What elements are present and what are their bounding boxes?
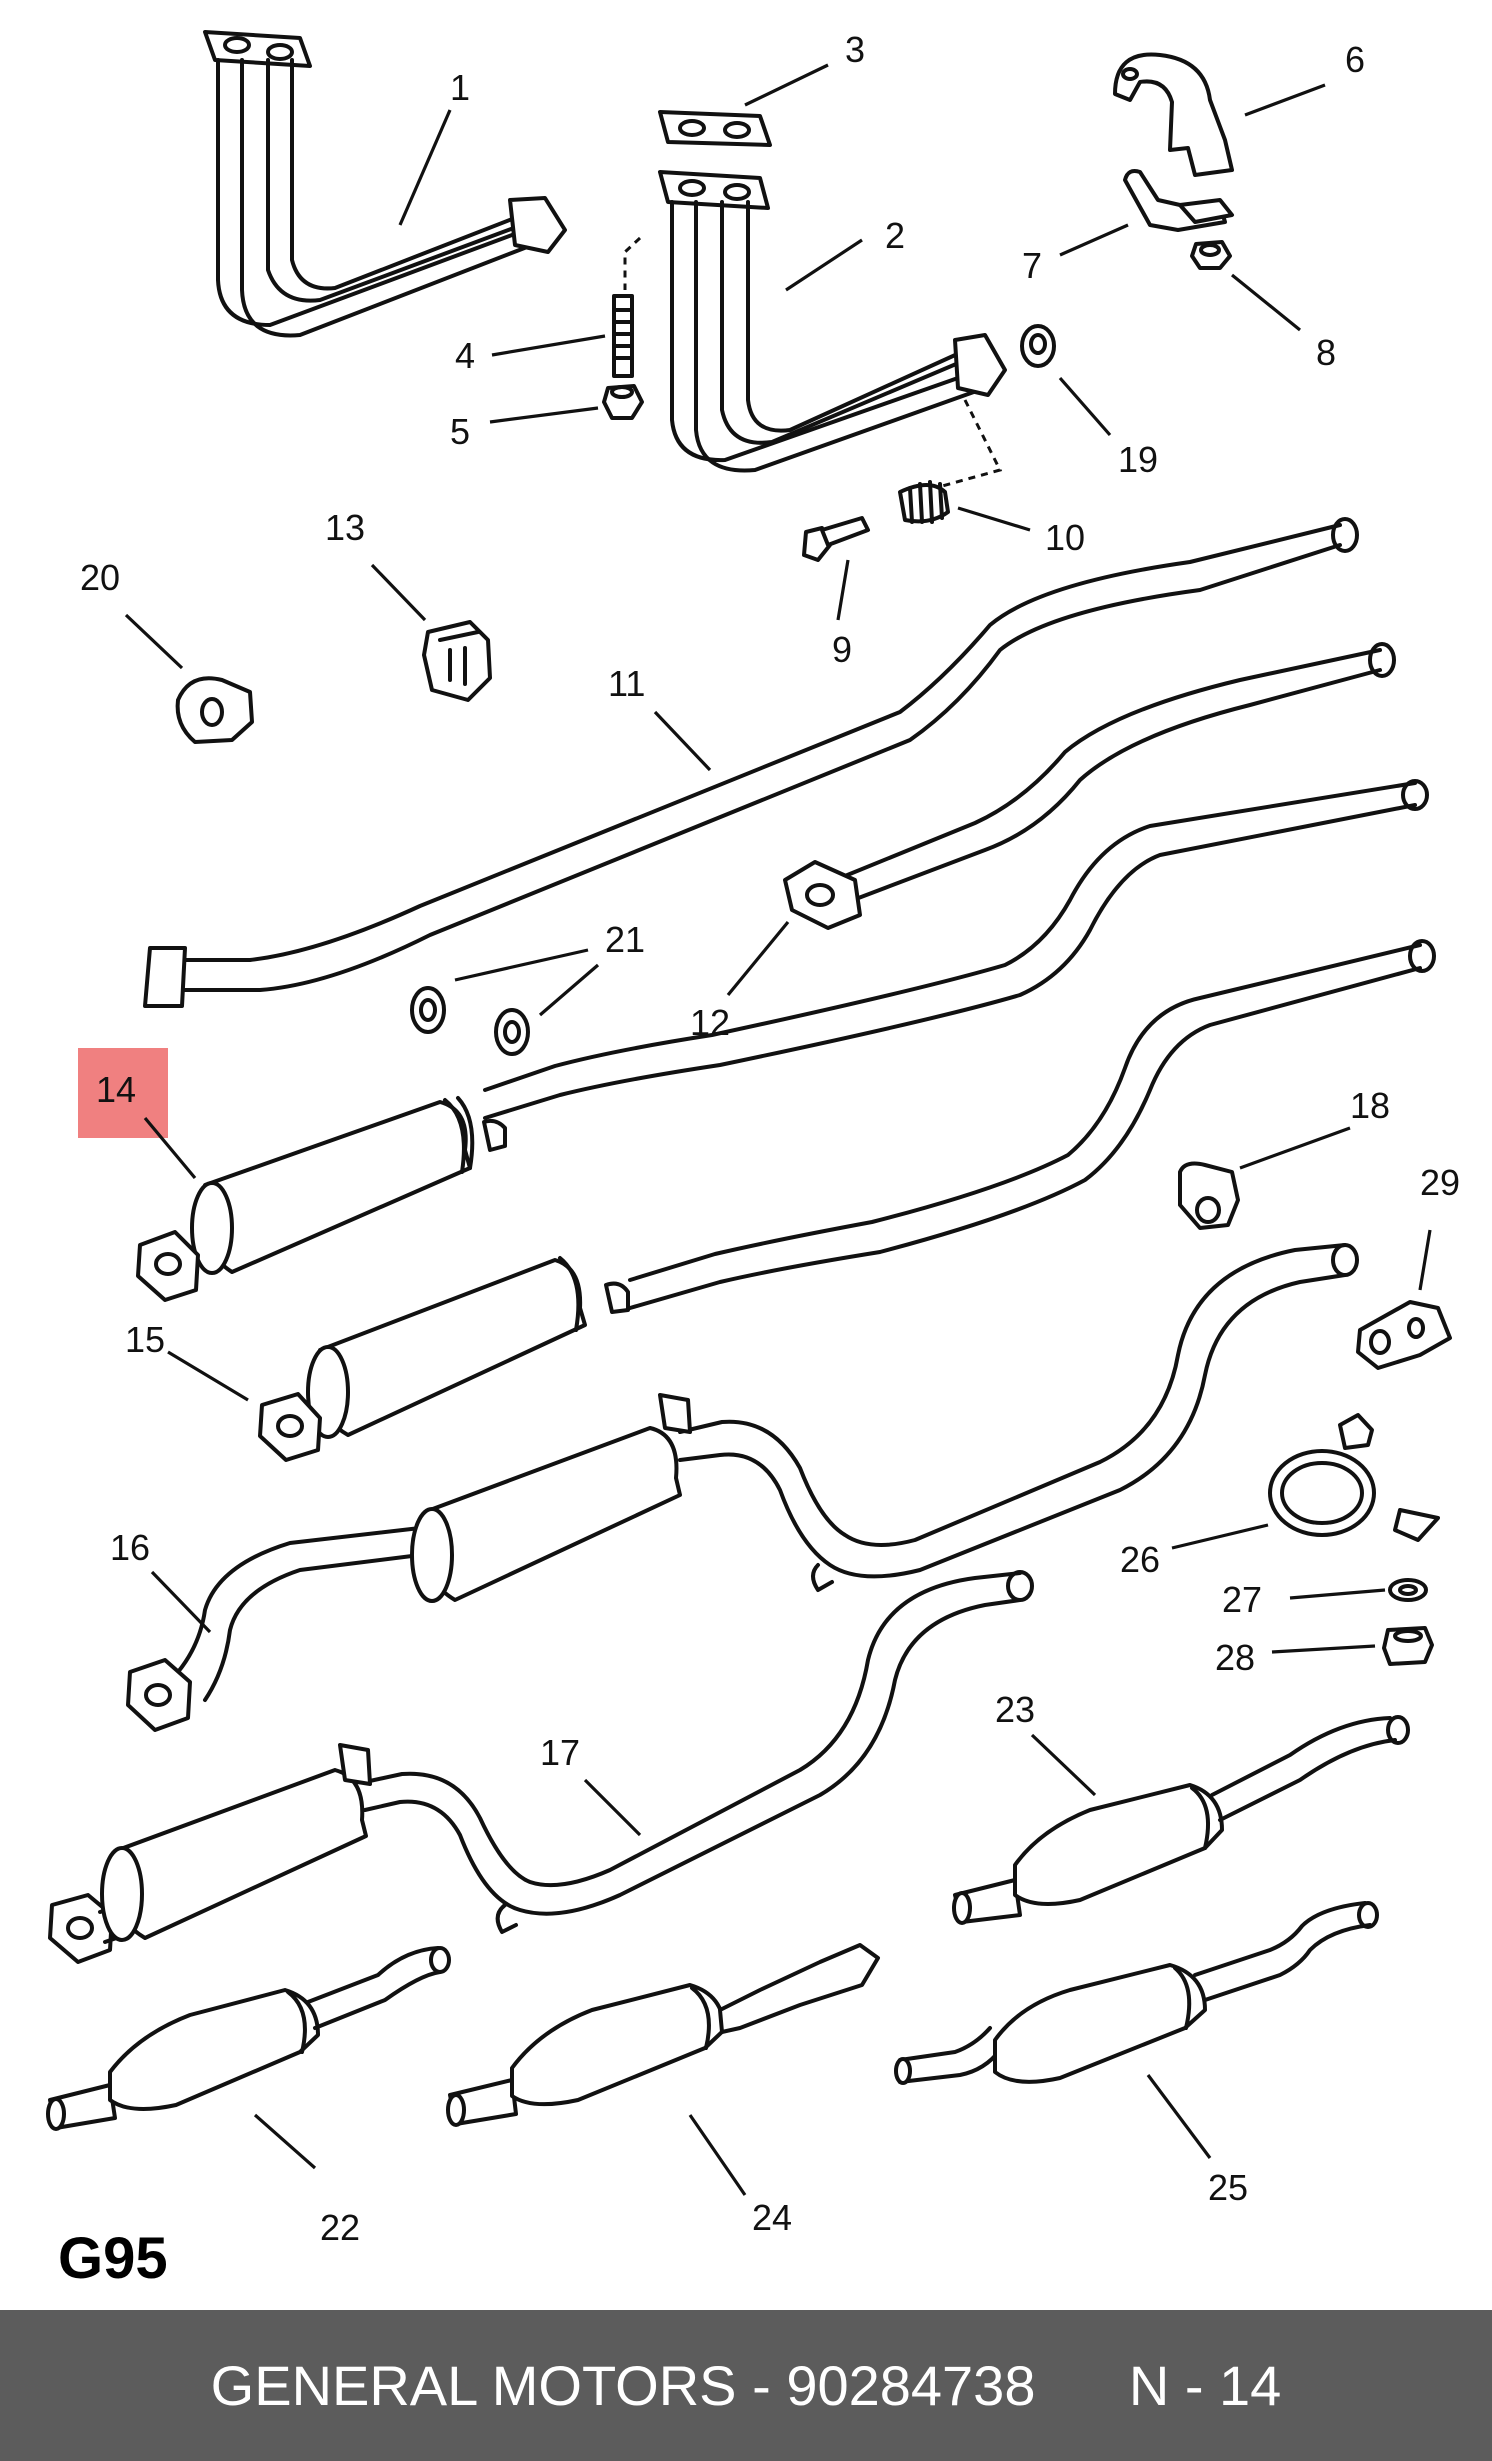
part-6-clamp-bracket[interactable]: [1113, 52, 1234, 177]
callout-12: 12: [690, 1002, 730, 1043]
callout-15: 15: [125, 1319, 165, 1360]
part-1-front-pipe[interactable]: [203, 30, 567, 338]
part-19-sealing-ring[interactable]: [1020, 324, 1056, 368]
callout-24: 24: [752, 2197, 792, 2238]
part-8-nut[interactable]: [1190, 240, 1232, 270]
callout-5: 5: [450, 411, 470, 452]
part-3-gasket[interactable]: [658, 110, 772, 147]
part-23-rear-muffler[interactable]: [952, 1715, 1410, 1925]
part-11-intermediate-pipe[interactable]: [143, 517, 1359, 1008]
part-22-rear-muffler[interactable]: [46, 1946, 451, 2131]
part-12-intermediate-pipe[interactable]: [783, 642, 1396, 930]
callout-28: 28: [1215, 1637, 1255, 1678]
part-2-front-pipe[interactable]: [658, 170, 1007, 473]
diagram-position: N - 14: [1128, 2354, 1282, 2417]
part-4-stud[interactable]: [612, 294, 634, 378]
part-number: 90284738: [786, 2354, 1036, 2417]
exhaust-parts-diagram: 1 2 3 4 5 6 7 8 9 10 11 12 13 14 15 16 1…: [46, 29, 1460, 2291]
callout-21: 21: [605, 919, 645, 960]
part-5-nut[interactable]: [602, 384, 644, 420]
part-27-washer[interactable]: [1388, 1578, 1428, 1602]
callout-6: 6: [1345, 39, 1365, 80]
callout-27: 27: [1222, 1579, 1262, 1620]
part-25-rear-muffler[interactable]: [894, 1901, 1379, 2085]
callout-20: 20: [80, 557, 120, 598]
manufacturer-name: GENERAL MOTORS: [210, 2354, 737, 2417]
part-18-rubber-mount[interactable]: [1178, 1161, 1240, 1230]
callout-9: 9: [832, 629, 852, 670]
part-17-middle-muffler[interactable]: [48, 1570, 1034, 1964]
part-10-spring[interactable]: [898, 480, 950, 524]
part-29-rubber-mount[interactable]: [1356, 1300, 1452, 1370]
part-26-clamp[interactable]: [1268, 1413, 1440, 1542]
leader-lines: [124, 63, 1432, 2196]
callout-14-highlight: [78, 1048, 168, 1138]
callout-4: 4: [455, 335, 475, 376]
callout-8: 8: [1316, 332, 1336, 373]
callout-22: 22: [320, 2207, 360, 2248]
callout-18: 18: [1350, 1085, 1390, 1126]
callout-11: 11: [608, 663, 645, 704]
diagram-group-code: G95: [58, 2226, 168, 2291]
callout-2: 2: [885, 215, 905, 256]
part-15-front-muffler[interactable]: [258, 939, 1436, 1462]
footer-separator: -: [752, 2354, 771, 2417]
part-21-gasket[interactable]: [410, 986, 530, 1056]
callout-16: 16: [110, 1527, 150, 1568]
callout-26: 26: [1120, 1539, 1160, 1580]
part-7-clamp[interactable]: [1123, 169, 1234, 232]
part-13-rubber-mount[interactable]: [422, 620, 492, 702]
part-14-front-muffler[interactable]: [136, 779, 1429, 1302]
part-info-footer: GENERAL MOTORS - 90284738 N - 14: [0, 2310, 1492, 2461]
callout-23: 23: [995, 1689, 1035, 1730]
callout-labels: 1 2 3 4 5 6 7 8 9 10 11 12 13 14 15 16 1…: [80, 29, 1460, 2248]
callout-13: 13: [325, 507, 365, 548]
part-9-bolt[interactable]: [802, 516, 870, 562]
part-16-middle-muffler[interactable]: [126, 1243, 1359, 1732]
part-20-rubber-ring[interactable]: [175, 676, 254, 744]
callout-19: 19: [1118, 439, 1158, 480]
callout-14: 14: [96, 1069, 136, 1110]
callout-10: 10: [1045, 517, 1085, 558]
callout-3: 3: [845, 29, 865, 70]
callout-17: 17: [540, 1732, 580, 1773]
callout-29: 29: [1420, 1162, 1460, 1203]
part-24-rear-muffler[interactable]: [446, 1943, 880, 2127]
callout-7: 7: [1022, 245, 1042, 286]
callout-25: 25: [1208, 2167, 1248, 2208]
callout-1: 1: [450, 67, 470, 108]
part-28-nut[interactable]: [1382, 1626, 1434, 1666]
